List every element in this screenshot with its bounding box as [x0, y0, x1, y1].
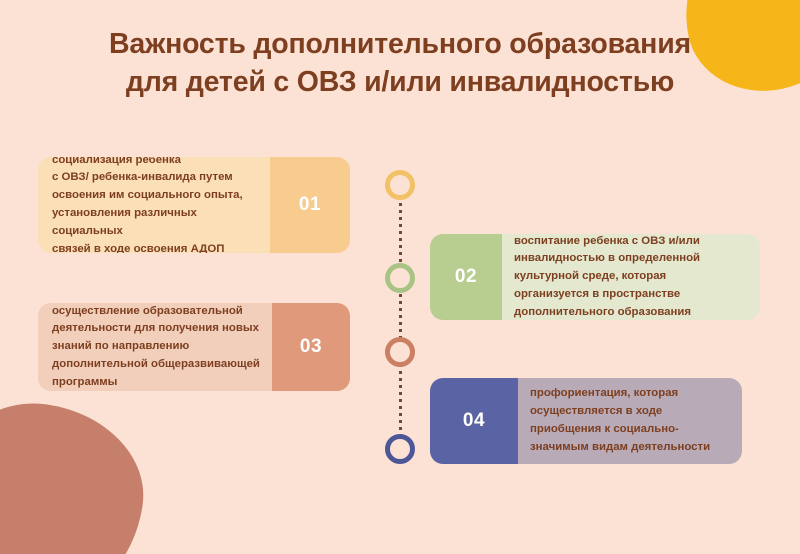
card-01-text: социализация ребенка с ОВЗ/ ребенка-инва…: [52, 157, 243, 253]
card-04: профориентация, которая осуществляется в…: [430, 378, 742, 464]
card-03-body: осуществление образовательной деятельнос…: [38, 303, 272, 391]
card-01: социализация ребенка с ОВЗ/ ребенка-инва…: [38, 157, 350, 253]
timeline-marker-03: [385, 337, 415, 367]
card-04-number: 04: [430, 378, 518, 464]
timeline-marker-01: [385, 170, 415, 200]
card-04-body: профориентация, которая осуществляется в…: [518, 378, 742, 464]
card-01-number: 01: [270, 157, 350, 253]
card-02-body: воспитание ребенка с ОВЗ и/или инвалидно…: [502, 234, 760, 320]
card-03-text: осуществление образовательной деятельнос…: [52, 304, 260, 388]
card-02-number: 02: [430, 234, 502, 320]
card-04-text: профориентация, которая осуществляется в…: [530, 387, 711, 453]
timeline-marker-04: [385, 434, 415, 464]
card-02-text: воспитание ребенка с ОВЗ и/или инвалидно…: [514, 234, 701, 318]
timeline-dotted-connector: [399, 182, 402, 444]
timeline-marker-02: [385, 263, 415, 293]
timeline: [384, 162, 416, 464]
card-01-body: социализация ребенка с ОВЗ/ ребенка-инва…: [38, 157, 270, 253]
page-title-line-1: Важность дополнительного образования: [109, 28, 691, 60]
card-03-number: 03: [272, 303, 350, 391]
page-title: Важность дополнительного образования для…: [0, 26, 800, 102]
bottom-left-blob-decoration: [0, 390, 155, 554]
page-title-line-2: для детей с ОВЗ и/или инвалидностью: [125, 65, 675, 98]
card-03: осуществление образовательной деятельнос…: [38, 303, 350, 391]
card-02: воспитание ребенка с ОВЗ и/или инвалидно…: [430, 234, 760, 320]
